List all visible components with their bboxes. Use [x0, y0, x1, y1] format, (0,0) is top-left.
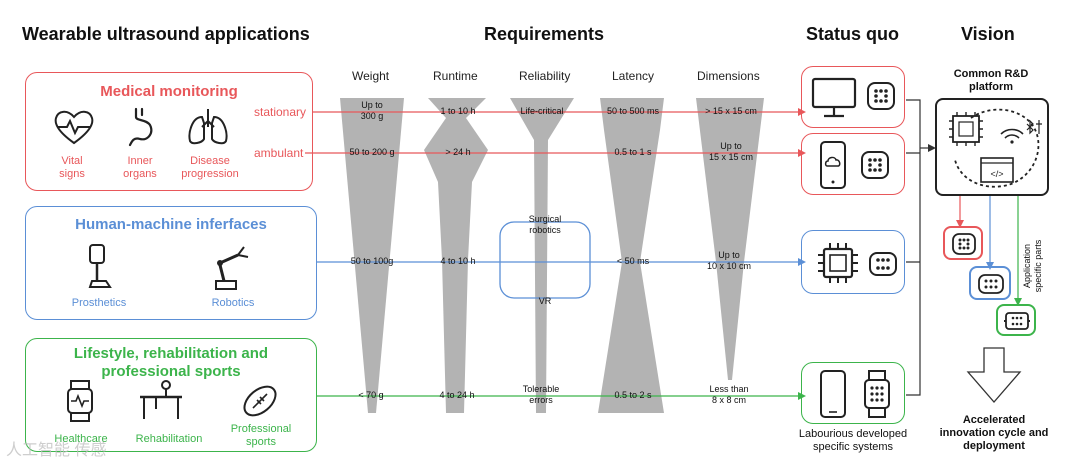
monitor-icon — [811, 77, 857, 118]
val-lifestyle-dimensions: Less than 8 x 8 cm — [709, 384, 749, 405]
hmi-title: Human-machine inferfaces — [75, 216, 267, 233]
application-specific-label: Application specific parts — [1022, 239, 1043, 293]
label-professional-sports: Professional sports — [230, 423, 292, 448]
val-ambulant-latency: 0.5 to 1 s — [614, 147, 652, 157]
platform-graphic: </> — [949, 108, 1042, 188]
vision-platform-box: </> — [935, 98, 1049, 196]
weight-shape — [340, 98, 404, 413]
rehab-bed-icon — [140, 380, 182, 419]
col-weight: Weight — [352, 69, 390, 83]
smartphone-cloud-icon — [820, 141, 846, 189]
label-inner-organs: Inner organs — [123, 155, 157, 180]
medical-monitoring-box: Medical monitoring Vital signs Inner org… — [25, 72, 313, 191]
code-window-icon — [980, 157, 1014, 183]
smartphone-icon — [820, 370, 846, 418]
svg-text:</>: </> — [990, 169, 1003, 179]
label-disease-progression: Disease progression — [181, 155, 239, 180]
sensor-icon — [978, 274, 1004, 294]
prosthetic-leg-icon — [88, 244, 112, 288]
heading-status-quo: Status quo — [806, 24, 899, 44]
heading-requirements: Requirements — [484, 24, 605, 44]
lifestyle-box: Lifestyle, rehabilitation and profession… — [25, 338, 317, 452]
label-robotics: Robotics — [211, 297, 255, 309]
row-label-stationary: stationary — [254, 105, 307, 119]
usb-icon — [1036, 120, 1042, 134]
dimensions-shape — [696, 98, 764, 380]
val-hmi-reliability-bottom: VR — [538, 296, 552, 306]
lifestyle-title: Lifestyle, rehabilitation and profession… — [73, 345, 269, 380]
heading-applications: Wearable ultrasound applications — [22, 24, 310, 44]
label-prosthetics: Prosthetics — [71, 297, 127, 309]
part-green — [996, 304, 1036, 336]
part-red — [943, 226, 983, 260]
reliability-shape — [510, 98, 574, 413]
sensor-icon — [1004, 312, 1030, 330]
val-lifestyle-weight: < 70 g — [358, 390, 384, 400]
status-box-hmi — [801, 230, 905, 294]
chip-icon — [818, 243, 858, 283]
val-ambulant-runtime: > 24 h — [445, 147, 471, 157]
val-stationary-latency: 50 to 500 ms — [606, 106, 660, 116]
status-box-ambulant — [801, 133, 905, 195]
val-hmi-weight: 50 to 100g — [350, 256, 394, 266]
val-hmi-dimensions: Up to 10 x 10 cm — [706, 250, 752, 271]
label-rehabilitation: Rehabilitation — [135, 433, 203, 445]
platform-chip-icon — [952, 115, 980, 143]
val-stationary-weight: Up to 300 g — [360, 100, 384, 121]
status-caption: Labourious developed specific systems — [798, 428, 908, 453]
val-stationary-reliability: Life-critical — [520, 106, 564, 116]
smartwatch-icon — [864, 370, 890, 418]
hmi-reliability-bubble — [499, 221, 591, 299]
status-box-stationary — [801, 66, 905, 128]
heading-vision: Vision — [961, 24, 1015, 44]
val-lifestyle-runtime: 4 to 24 h — [439, 390, 475, 400]
val-stationary-dimensions: > 15 x 15 cm — [705, 106, 757, 116]
val-lifestyle-latency: 0.5 to 2 s — [614, 390, 652, 400]
col-runtime: Runtime — [433, 69, 478, 83]
row-label-ambulant: ambulant — [252, 146, 306, 160]
smartwatch-icon — [67, 380, 93, 422]
status-box-lifestyle — [801, 362, 905, 424]
wifi-icon — [1000, 128, 1024, 139]
sensor-icon — [869, 252, 897, 276]
robot-arm-icon — [215, 246, 249, 290]
vision-platform-title: Common R&D platform — [953, 68, 1029, 93]
status-bracket — [906, 99, 921, 396]
col-latency: Latency — [612, 69, 655, 83]
latency-shape — [598, 98, 664, 413]
val-stationary-runtime: 1 to 10 h — [440, 106, 476, 116]
col-dimensions: Dimensions — [697, 69, 760, 83]
stomach-icon — [128, 107, 153, 147]
val-ambulant-weight: 50 to 200 g — [349, 147, 395, 157]
heart-pulse-icon — [54, 110, 94, 145]
val-hmi-latency: < 50 ms — [616, 256, 650, 266]
label-vital-signs: Vital signs — [59, 155, 85, 180]
bluetooth-icon — [1026, 119, 1034, 135]
hmi-box: Human-machine inferfaces Prosthetics Rob… — [25, 206, 317, 320]
sensor-icon — [867, 82, 895, 110]
vision-caption: Accelerated innovation cycle and deploym… — [939, 414, 1049, 452]
sensor-icon — [952, 233, 976, 255]
big-down-arrow — [966, 347, 1022, 403]
val-hmi-reliability-top: Surgical robotics — [528, 214, 562, 235]
sensor-icon — [861, 151, 889, 179]
val-hmi-runtime: 4 to 10 h — [440, 256, 476, 266]
val-lifestyle-reliability: Tolerable errors — [522, 384, 560, 405]
runtime-shape — [424, 98, 488, 413]
col-reliability: Reliability — [519, 69, 571, 83]
part-blue — [969, 266, 1011, 300]
lungs-icon — [188, 109, 228, 145]
val-ambulant-dimensions: Up to 15 x 15 cm — [708, 141, 754, 162]
medical-title: Medical monitoring — [100, 83, 238, 100]
watermark: 人工智能 传感 — [6, 442, 107, 459]
football-icon — [243, 385, 277, 417]
label-healthcare: Healthcare — [54, 433, 108, 445]
